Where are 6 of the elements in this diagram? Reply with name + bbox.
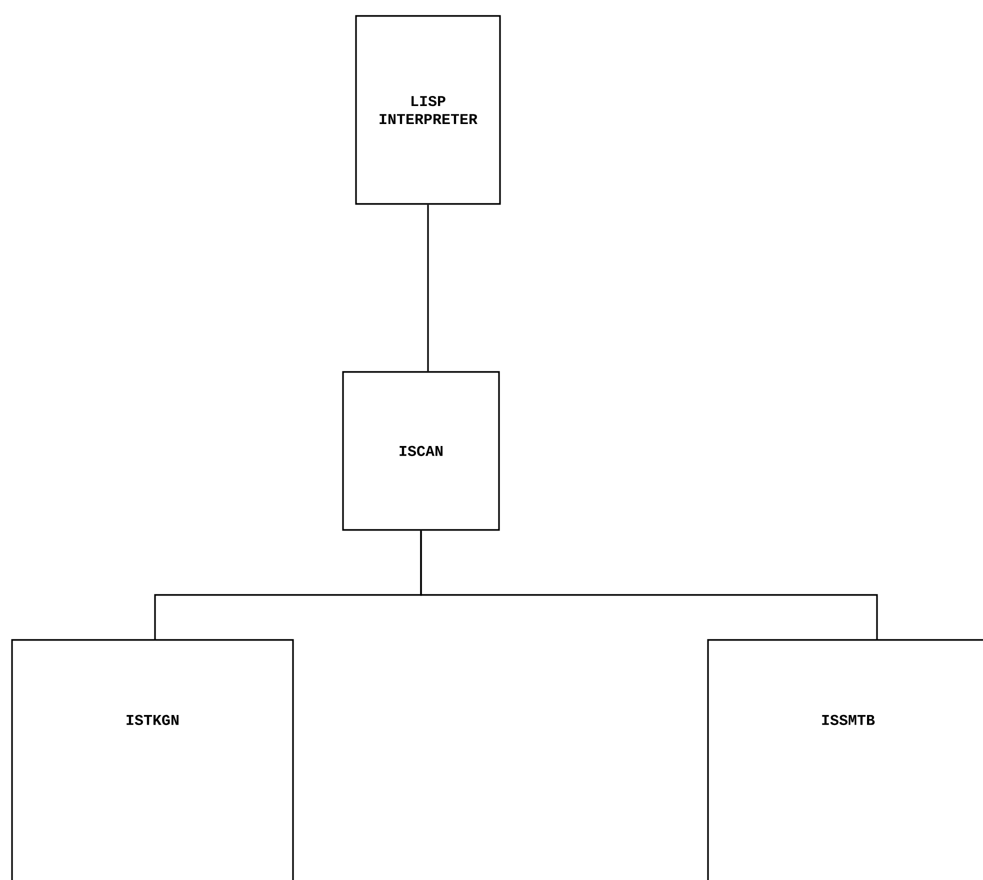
process-box: ISSMTB [707,639,983,880]
connector-line [420,530,878,640]
process-box: ISTKGN [11,639,294,880]
process-box: ISCAN [342,371,500,531]
process-box: LISP INTERPRETER [355,15,501,205]
connector-line [427,204,429,372]
